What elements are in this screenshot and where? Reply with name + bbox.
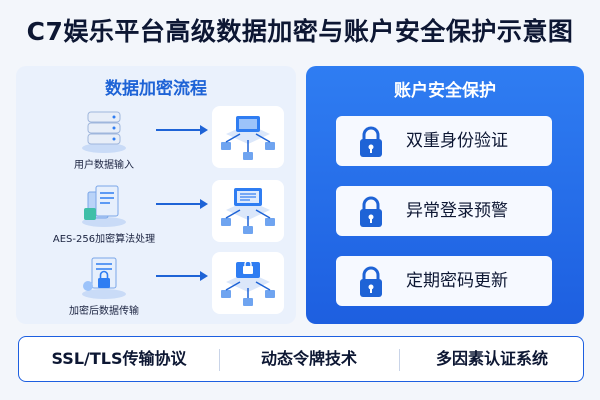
- flow-step-3-label: 加密后数据传输: [69, 306, 139, 317]
- security-item-1: 双重身份验证: [336, 116, 552, 166]
- network-lock-icon: [221, 260, 275, 306]
- network-laptop-icon: [221, 116, 275, 160]
- flow-step-2-label: AES-256加密算法处理: [52, 234, 156, 245]
- account-security-panel: 账户安全保护 双重身份验证 异常登录预警 定期密码更新: [306, 66, 584, 324]
- encryption-flow-title: 数据加密流程: [105, 79, 207, 99]
- security-item-2-label: 异常登录预警: [406, 201, 508, 221]
- padlock-icon: [360, 266, 382, 297]
- security-item-3: 定期密码更新: [336, 256, 552, 306]
- flow-step-2-network-card: [212, 180, 284, 242]
- security-item-3-label: 定期密码更新: [406, 271, 508, 291]
- arrow-right-icon: [156, 271, 208, 281]
- account-security-title: 账户安全保护: [394, 81, 496, 101]
- divider: [219, 349, 220, 371]
- technology-item-1: SSL/TLS传输协议: [51, 349, 187, 368]
- database-server-icon: [82, 111, 126, 153]
- technology-bar: SSL/TLS传输协议 动态令牌技术 多因素认证系统: [18, 336, 584, 382]
- flow-step-2: AES-256加密算法处理: [16, 178, 296, 258]
- padlock-icon: [360, 196, 382, 227]
- network-monitor-icon: [221, 188, 275, 234]
- page-title: C7娱乐平台高级数据加密与账户安全保护示意图: [26, 17, 574, 46]
- flow-step-3-network-card: [212, 252, 284, 314]
- lock-document-icon: [82, 257, 126, 299]
- technology-item-3: 多因素认证系统: [435, 349, 548, 368]
- arrow-right-icon: [156, 125, 208, 135]
- divider: [399, 349, 400, 371]
- flow-step-3: 加密后数据传输: [16, 250, 296, 330]
- technology-item-2: 动态令牌技术: [260, 349, 357, 368]
- flow-step-1: 用户数据输入: [16, 104, 296, 184]
- arrow-right-icon: [156, 199, 208, 209]
- security-item-2: 异常登录预警: [336, 186, 552, 236]
- document-stack-icon: [82, 185, 126, 227]
- security-item-1-label: 双重身份验证: [406, 131, 508, 151]
- encryption-flow-panel: 数据加密流程 用户数据输入: [16, 66, 296, 324]
- padlock-icon: [360, 126, 382, 157]
- flow-step-1-network-card: [212, 106, 284, 168]
- flow-step-1-label: 用户数据输入: [74, 160, 134, 171]
